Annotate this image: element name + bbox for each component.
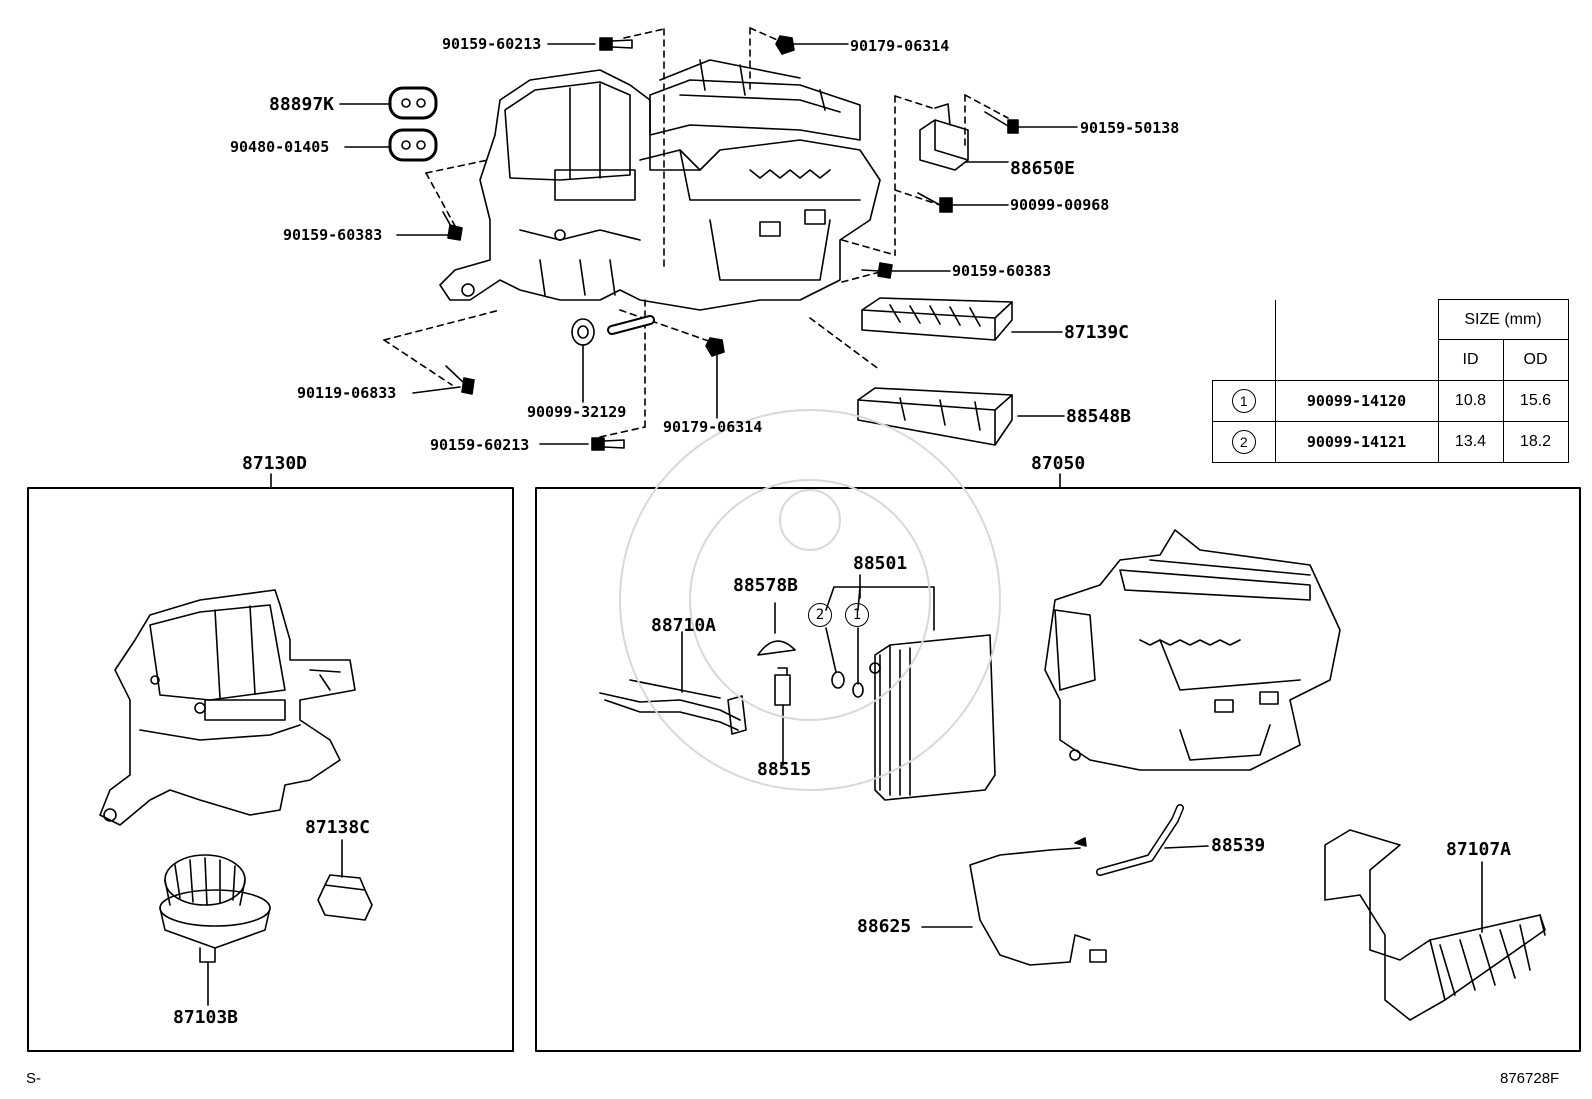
label-90179-06314-bottom[interactable]: 90179-06314: [663, 418, 763, 436]
size-table: SIZE (mm) ID OD 1 90099-14120 10.8 15.6 …: [1212, 299, 1569, 463]
label-90119-06833[interactable]: 90119-06833: [297, 384, 397, 402]
label-90480-01405[interactable]: 90480-01405: [230, 138, 330, 156]
footer-right-code: 876728F: [1500, 1070, 1560, 1087]
label-87050[interactable]: 87050: [1031, 453, 1086, 474]
evaporator-shape: [869, 634, 996, 801]
actuator-88650e-shape: [919, 103, 969, 171]
clip-shape-top: [775, 35, 795, 55]
grommet-plates: [388, 86, 438, 162]
label-88515[interactable]: 88515: [757, 759, 812, 780]
hvac-case-shape: [1044, 529, 1341, 771]
label-90099-32129[interactable]: 90099-32129: [527, 403, 627, 421]
label-88710a[interactable]: 88710A: [651, 615, 717, 636]
label-90159-60383-right[interactable]: 90159-60383: [952, 262, 1052, 280]
size-id-2: 13.4: [1437, 421, 1504, 463]
label-90159-60213-top[interactable]: 90159-60213: [442, 35, 542, 53]
evaporator-leader: [825, 586, 935, 631]
watermark-emblem: [619, 409, 1001, 791]
screws: [442, 37, 1019, 451]
label-90159-60383-left[interactable]: 90159-60383: [283, 226, 383, 244]
label-90159-60213-bottom[interactable]: 90159-60213: [430, 436, 530, 454]
size-od-2: 18.2: [1502, 421, 1569, 463]
label-87138c[interactable]: 87138C: [305, 817, 371, 838]
wire-harness-shape: [921, 837, 1107, 966]
ref-circle-1: 1: [845, 603, 869, 627]
heater-core-shape: [1324, 829, 1546, 1021]
size-id-1: 10.8: [1437, 380, 1504, 422]
size-table-header: SIZE (mm): [1437, 299, 1569, 340]
grommet-shape: [571, 318, 595, 346]
blower-motor-shape: [159, 854, 271, 963]
blower-housing-shape: [99, 589, 356, 826]
label-88897k[interactable]: 88897K: [269, 94, 335, 115]
size-col-id: ID: [1437, 339, 1504, 381]
size-ref-2: 2: [1231, 430, 1256, 454]
label-90099-00968[interactable]: 90099-00968: [1010, 196, 1110, 214]
size-table-row: 2 90099-14121 13.4 18.2: [1212, 421, 1569, 463]
size-part-2[interactable]: 90099-14121: [1274, 421, 1439, 463]
leader-lines: [270, 43, 1078, 489]
tube-88710a-shape: [599, 631, 747, 735]
size-part-1[interactable]: 90099-14120: [1274, 380, 1439, 422]
footer-left: S-: [26, 1070, 41, 1087]
label-88650e[interactable]: 88650E: [1010, 158, 1076, 179]
label-88578b[interactable]: 88578B: [733, 575, 799, 596]
label-88625[interactable]: 88625: [857, 916, 912, 937]
box-87130d: [27, 487, 514, 1052]
label-88539[interactable]: 88539: [1211, 835, 1266, 856]
label-87130d[interactable]: 87130D: [242, 453, 308, 474]
label-90159-50138[interactable]: 90159-50138: [1080, 119, 1180, 137]
label-90179-06314-top[interactable]: 90179-06314: [850, 37, 950, 55]
o-ring-1: [852, 682, 864, 698]
assembly-dashed-lines: [383, 27, 1009, 438]
expansion-valve-shape: [774, 667, 791, 766]
resistor-87138c-shape: [317, 839, 373, 921]
label-87103b[interactable]: 87103B: [173, 1007, 239, 1028]
filter-87139c-shape: [861, 297, 1013, 341]
size-od-1: 15.6: [1502, 380, 1569, 422]
filter-case-88548b-shape: [857, 387, 1013, 446]
clip-shape-bottom: [705, 337, 725, 357]
label-88548b[interactable]: 88548B: [1066, 406, 1132, 427]
cover-88578b-shape: [757, 640, 796, 656]
label-87107a[interactable]: 87107A: [1446, 839, 1512, 860]
size-table-row: 1 90099-14120 10.8 15.6: [1212, 380, 1569, 422]
o-ring-2: [831, 671, 845, 689]
size-col-od: OD: [1502, 339, 1569, 381]
label-88501[interactable]: 88501: [853, 553, 908, 574]
main-unit-assembly: [439, 59, 881, 311]
ref-circle-2: 2: [808, 603, 832, 627]
size-ref-1: 1: [1231, 389, 1256, 413]
label-87139c[interactable]: 87139C: [1064, 322, 1130, 343]
box-87050: [535, 487, 1581, 1052]
